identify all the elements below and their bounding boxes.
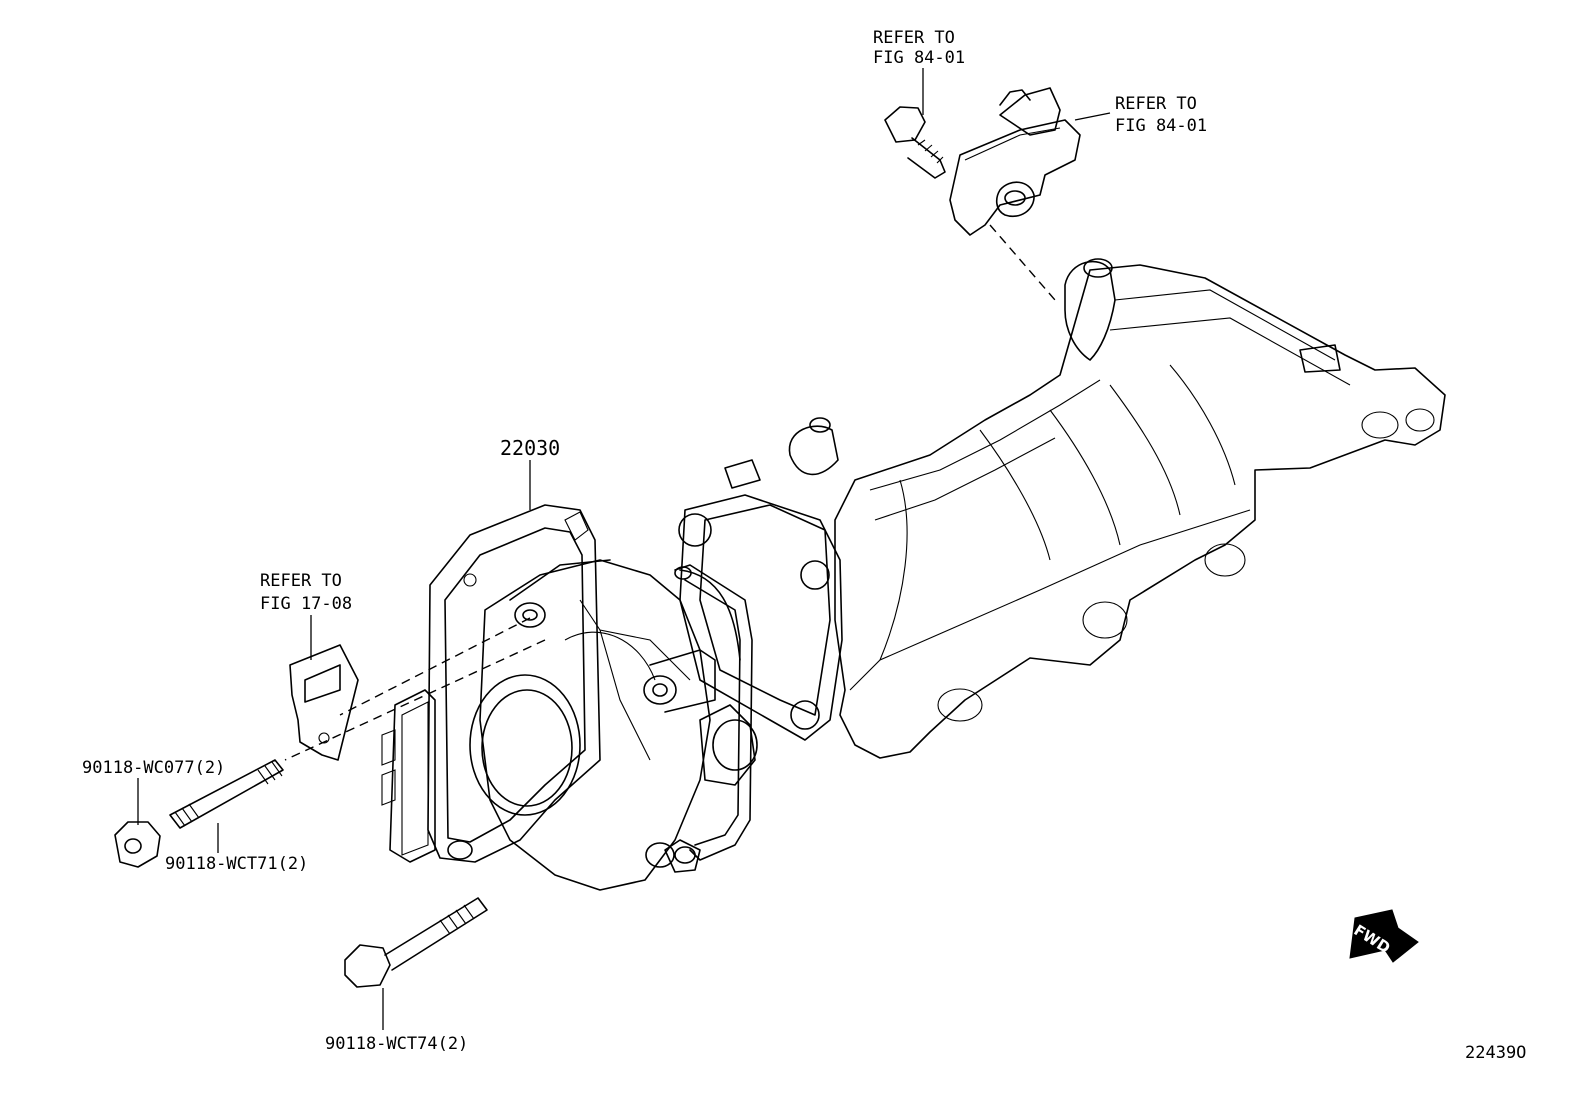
bracket (289, 644, 359, 761)
diagram-code: 22439O (1465, 1043, 1526, 1063)
refer-label-bracket-line2: FIG 17-08 (260, 594, 352, 614)
refer-label-map-sensor-line2: FIG 84-01 (1115, 116, 1207, 136)
stud (169, 759, 284, 829)
manifold-flange (678, 494, 843, 741)
intake-manifold (724, 258, 1446, 759)
nut-part-number: 90118-WC077(2) (82, 758, 225, 778)
map-sensor (949, 87, 1081, 236)
stud-part-number: 90118-WCT71(2) (165, 854, 308, 874)
nut (114, 821, 161, 868)
assembly-lines (284, 224, 1056, 761)
throttle-body (381, 504, 758, 891)
throttle-body-part-number: 22030 (500, 436, 560, 460)
leader-lines (137, 68, 1111, 1030)
forward-direction-marker: FWD (1349, 909, 1419, 963)
long-bolt (344, 897, 488, 988)
refer-label-sensor-bolt-line2: FIG 84-01 (873, 48, 965, 68)
bolt-part-number: 90118-WCT74(2) (325, 1034, 468, 1054)
refer-label-sensor-bolt-line1: REFER TO (873, 28, 955, 48)
refer-label-map-sensor-line1: REFER TO (1115, 94, 1197, 114)
sensor-bolt (884, 106, 946, 179)
refer-label-bracket-line1: REFER TO (260, 571, 342, 591)
